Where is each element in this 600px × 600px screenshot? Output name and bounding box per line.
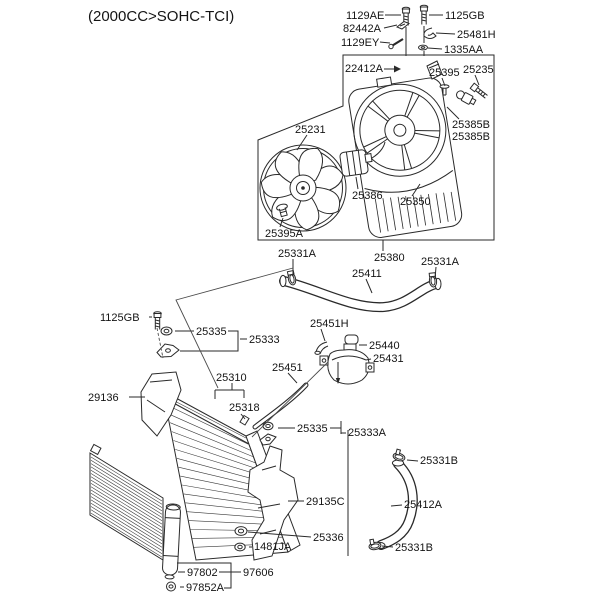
- part-label-25395: 25395: [429, 67, 460, 79]
- reservoir-overflow-nipple: [314, 341, 329, 355]
- reservoir-cap: [344, 334, 359, 345]
- shroud-top-bracket: [426, 60, 443, 80]
- upper-radiator-hose: [279, 274, 442, 313]
- grommet-icon: [160, 326, 173, 336]
- part-label-29135C: 29135C: [306, 496, 345, 508]
- part-label-1125GB: 1125GB: [445, 10, 485, 22]
- bolt-icon: [469, 82, 488, 99]
- part-label-25451: 25451: [272, 362, 303, 374]
- arrowhead: [394, 65, 401, 73]
- part-label-22412A: 22412A: [345, 63, 384, 75]
- part-label-25380: 25380: [374, 252, 405, 264]
- fan-resistor-icon: [456, 90, 477, 106]
- condenser-fins: [90, 456, 163, 558]
- part-label-25395A: 25395A: [265, 228, 304, 240]
- hose-clamp-icon: [392, 448, 406, 462]
- air-guard-left: [140, 371, 182, 437]
- part-label-25310: 25310: [216, 372, 247, 384]
- reservoir-hose: [252, 382, 309, 430]
- part-label-25333: 25333: [249, 334, 280, 346]
- hose-clamp-icon: [368, 538, 382, 551]
- part-label-25331A: 25331A: [278, 248, 317, 260]
- part-label-25335: 25335: [297, 423, 328, 435]
- fan-motor: [339, 149, 373, 177]
- hose-clamp-icon: [286, 269, 297, 286]
- part-label-25385B: 25385B: [452, 119, 490, 131]
- part-label-97852A: 97852A: [186, 582, 225, 594]
- pin-icon: [388, 38, 404, 50]
- drier-cap-icon: [166, 581, 176, 592]
- part-label-25331B: 25331B: [420, 455, 458, 467]
- part-label-25331A: 25331A: [421, 256, 460, 268]
- reservoir-tank: [319, 343, 375, 385]
- projection-lines: [175, 267, 329, 438]
- part-label-1481JA: 1481JA: [254, 541, 292, 553]
- grommet-icon: [234, 526, 248, 536]
- assembly-boundary-box: [257, 54, 495, 241]
- part-label-25331B: 25331B: [395, 542, 433, 554]
- part-labels: 1129AE 1125GB 82442A 25481H 1129EY 1335A…: [88, 10, 496, 594]
- part-label-25235: 25235: [463, 64, 494, 76]
- page-title: (2000CC>SOHC-TCI): [88, 8, 234, 25]
- air-guard-center: [247, 445, 299, 561]
- part-label-1335AA: 1335AA: [444, 44, 484, 56]
- part-label-25440: 25440: [369, 340, 400, 352]
- part-label-82442A: 82442A: [343, 23, 382, 35]
- mount-bracket-icon: [259, 433, 277, 446]
- clip-icon: [396, 20, 410, 30]
- part-label-1129AE: 1129AE: [346, 10, 384, 22]
- shroud-spokes: [363, 92, 440, 171]
- bracket-lines: [177, 26, 425, 589]
- cooling-fan-blade: [259, 144, 347, 232]
- part-label-25385B: 25385B: [452, 131, 490, 143]
- part-label-97606: 97606: [243, 567, 274, 579]
- fan-shroud-assembly: [348, 76, 463, 238]
- part-label-25333A: 25333A: [348, 427, 387, 439]
- part-label-29136: 29136: [88, 392, 119, 404]
- part-label-1129EY: 1129EY: [341, 37, 380, 49]
- part-label-25386: 25386: [352, 190, 383, 202]
- bolt-icon: [401, 6, 411, 26]
- grommet-icon: [262, 421, 274, 431]
- part-label-1125GB: 1125GB: [100, 312, 140, 324]
- drain-plug-icon: [276, 203, 288, 218]
- part-label-25231: 25231: [295, 124, 326, 136]
- part-label-25481H: 25481H: [457, 29, 496, 41]
- part-label-25318: 25318: [229, 402, 260, 414]
- washer-icon: [418, 44, 428, 51]
- part-label-25451H: 25451H: [310, 318, 349, 330]
- bolt-icon: [153, 311, 162, 330]
- dashed-line: [156, 327, 164, 359]
- receiver-drier: [162, 503, 181, 580]
- part-label-25335: 25335: [196, 326, 227, 338]
- part-label-25411: 25411: [352, 268, 382, 280]
- part-label-25336: 25336: [313, 532, 344, 544]
- part-label-97802: 97802: [187, 567, 218, 579]
- radiator-clip-icon: [239, 414, 250, 426]
- part-label-25412A: 25412A: [404, 499, 443, 511]
- part-label-25431: 25431: [373, 353, 404, 365]
- leader-lines: [129, 14, 480, 588]
- shroud-ribs: [374, 191, 457, 233]
- motor-harness: [371, 141, 386, 159]
- bolt-icon: [419, 4, 429, 25]
- hook-clamp-icon: [423, 27, 437, 39]
- grommet-icon: [234, 542, 246, 552]
- part-label-25350: 25350: [400, 196, 431, 208]
